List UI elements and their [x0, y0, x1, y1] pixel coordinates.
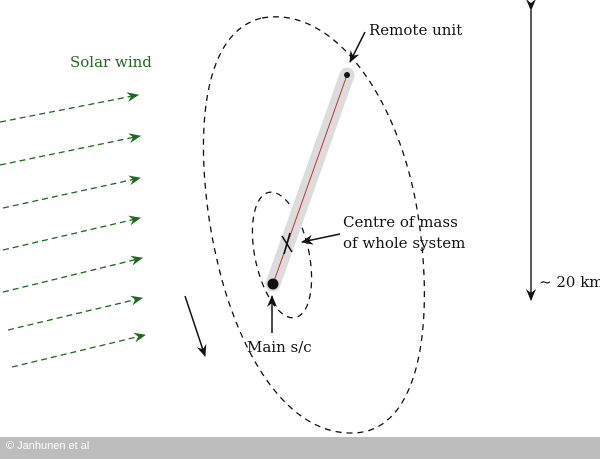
remote-unit-dot: [344, 72, 350, 78]
centre-of-mass-label-line2: of whole system: [343, 234, 465, 252]
centre-of-mass-marker: [281, 232, 293, 255]
main-spacecraft-dot: [267, 278, 279, 290]
wind-arrow: [11, 332, 146, 368]
solar-wind-label: Solar wind: [70, 53, 152, 71]
image-credit: © Janhunen et al: [6, 440, 90, 452]
main-sc-label: Main s/c: [247, 338, 312, 356]
inner-orbit: [251, 191, 313, 319]
outer-orbit: [202, 16, 425, 434]
solar-wind-arrows: [0, 92, 146, 368]
wind-arrow: [0, 133, 141, 166]
wind-arrow: [2, 215, 141, 251]
wind-arrow: [0, 92, 139, 123]
centre-of-mass-pointer: [301, 233, 341, 245]
scale-label: ~ 20 km: [539, 273, 600, 291]
credit-bar: © Janhunen et al: [0, 437, 600, 459]
wind-arrow: [2, 175, 141, 209]
wind-arrow: [7, 295, 143, 331]
remote-unit-label: Remote unit: [369, 21, 462, 39]
rotation-arrow: [184, 295, 207, 357]
centre-of-mass-label-line1: Centre of mass: [343, 213, 458, 231]
wind-arrow: [2, 255, 143, 293]
remote-unit-pointer: [349, 31, 366, 63]
